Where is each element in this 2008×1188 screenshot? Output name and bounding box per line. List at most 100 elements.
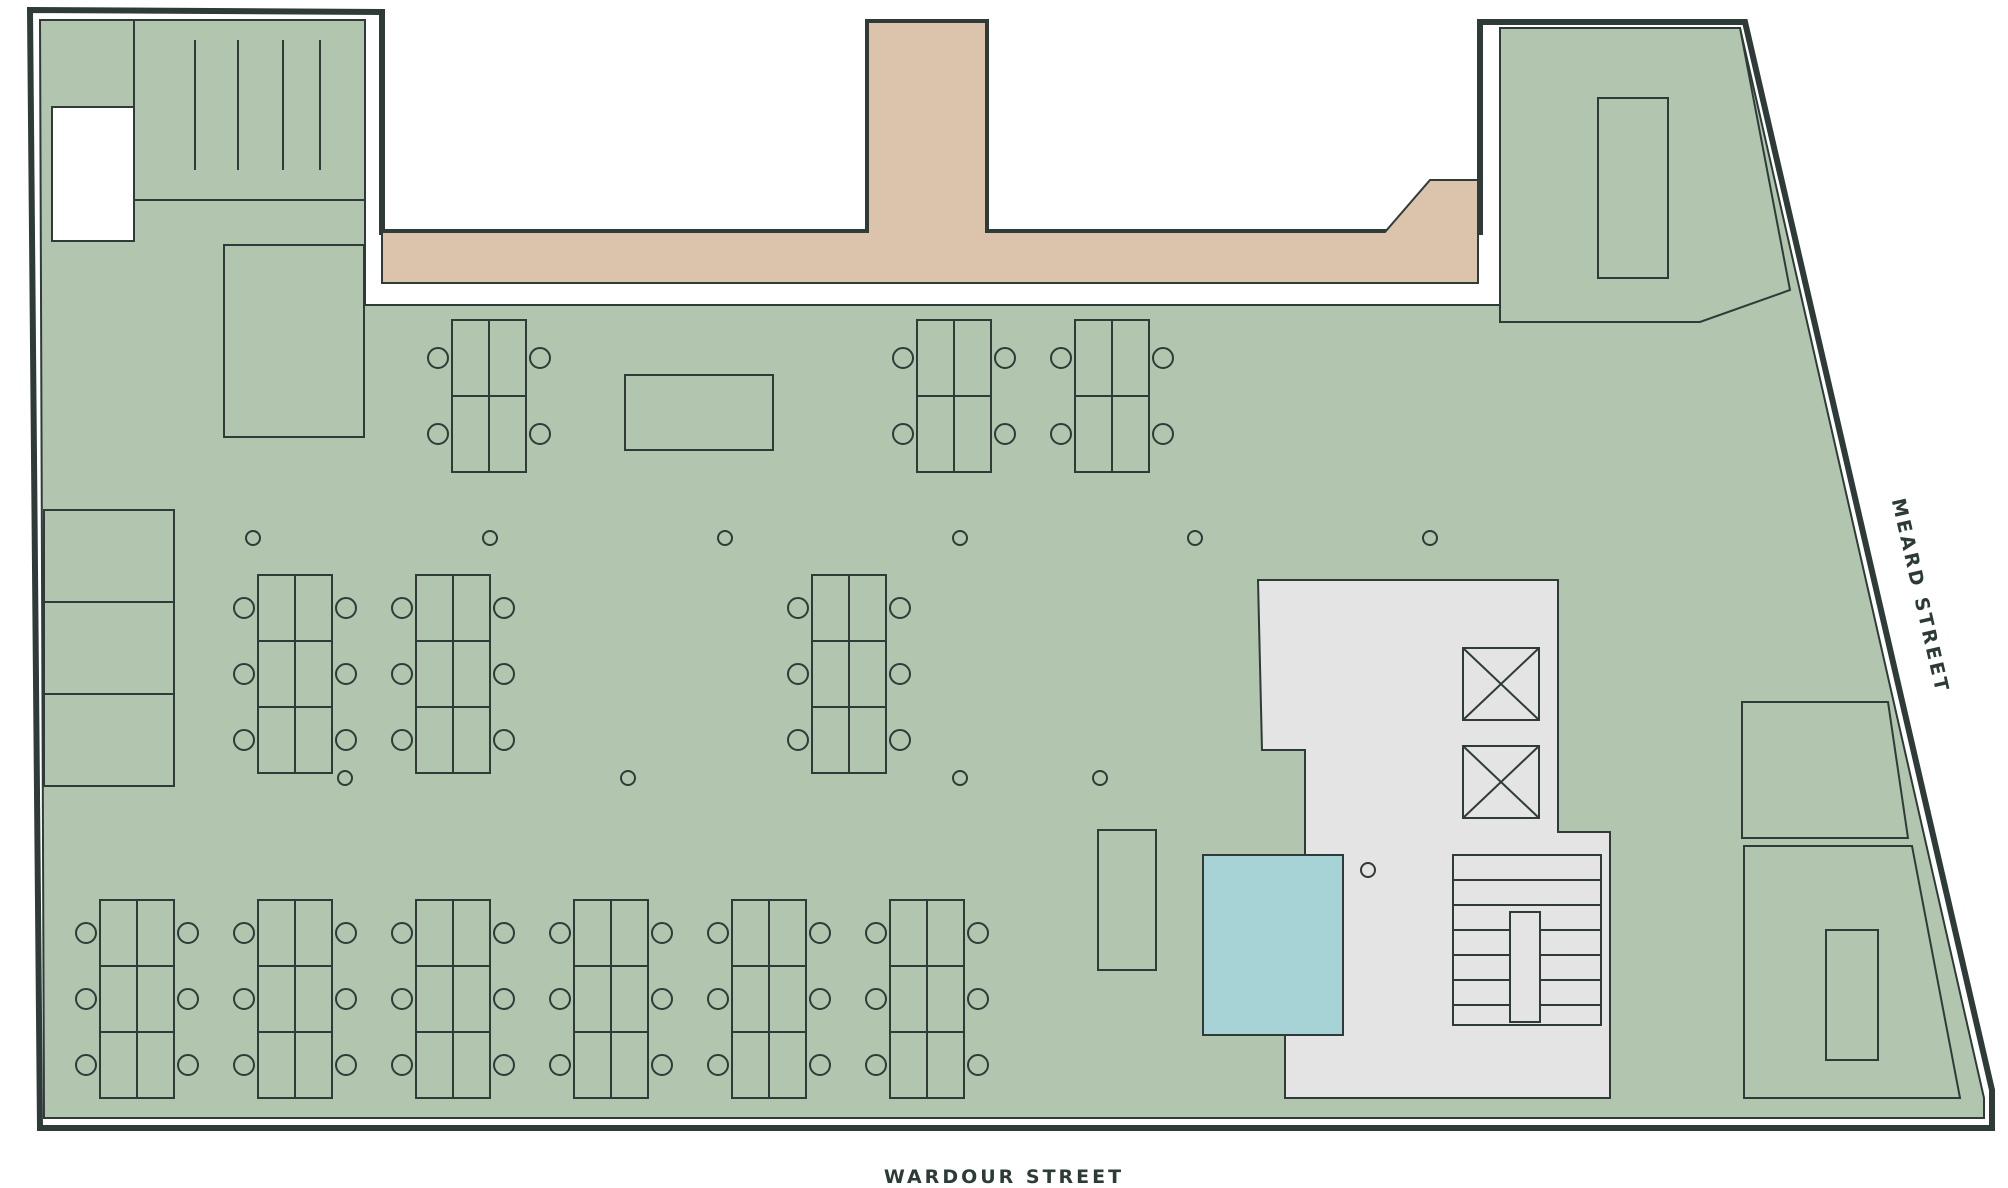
chair-icon: [1152, 347, 1174, 369]
chair-icon: [889, 663, 911, 685]
chair-icon: [335, 922, 357, 944]
desk-icon: [811, 640, 850, 708]
chair-icon: [75, 988, 97, 1010]
chair-icon: [391, 1054, 413, 1076]
void-top-left: [51, 106, 135, 242]
chair-icon: [892, 347, 914, 369]
desk-icon: [916, 395, 955, 473]
chair-icon: [892, 423, 914, 445]
column-icon: [952, 530, 968, 546]
column-icon: [1422, 530, 1438, 546]
chair-icon: [707, 1054, 729, 1076]
desk-icon: [953, 319, 992, 397]
desk-icon: [768, 1031, 807, 1099]
chair-icon: [529, 347, 551, 369]
chair-icon: [233, 922, 255, 944]
reception-area: [381, 21, 1479, 284]
desk-icon: [415, 899, 454, 967]
column-icon: [620, 770, 636, 786]
desk-icon: [451, 319, 490, 397]
column-icon: [337, 770, 353, 786]
stair-icon: [1452, 854, 1602, 1026]
chair-icon: [1050, 423, 1072, 445]
chair-icon: [707, 988, 729, 1010]
columns-group: [245, 530, 1438, 878]
chair-icon: [809, 922, 831, 944]
column-icon: [1187, 530, 1203, 546]
column-icon: [1092, 770, 1108, 786]
column-icon: [1360, 862, 1376, 878]
chair-icon: [391, 729, 413, 751]
lift-icon: [1462, 647, 1540, 819]
desk-icon: [953, 395, 992, 473]
desk-icon: [1111, 395, 1150, 473]
showers: [1202, 854, 1344, 1036]
chair-icon: [787, 597, 809, 619]
desks-group: [99, 97, 1879, 1099]
desk-icon: [811, 574, 850, 642]
chair-icon: [75, 1054, 97, 1076]
desk-icon: [1074, 395, 1113, 473]
desk-icon: [257, 1031, 296, 1099]
chair-icon: [889, 597, 911, 619]
desk-icon: [294, 1031, 333, 1099]
chair-icon: [493, 1054, 515, 1076]
chair-icon: [651, 988, 673, 1010]
chair-icon: [967, 988, 989, 1010]
desk-icon: [731, 965, 770, 1033]
chair-icon: [651, 1054, 673, 1076]
desk-icon: [848, 706, 887, 774]
desk-icon: [452, 706, 491, 774]
desk-icon: [99, 899, 138, 967]
desk-icon: [488, 395, 527, 473]
desk-icon: [731, 1031, 770, 1099]
chair-icon: [233, 1054, 255, 1076]
chair-icon: [994, 347, 1016, 369]
desk-icon: [926, 899, 965, 967]
desk-icon: [916, 319, 955, 397]
desk-icon: [811, 706, 850, 774]
desk-icon: [452, 1031, 491, 1099]
chair-icon: [549, 1054, 571, 1076]
desk-icon: [415, 706, 454, 774]
desk-icon: [257, 899, 296, 967]
desk-icon: [1097, 829, 1157, 971]
chair-icon: [233, 729, 255, 751]
desk-icon: [624, 374, 774, 451]
desk-icon: [848, 640, 887, 708]
chair-icon: [391, 988, 413, 1010]
chair-icon: [967, 922, 989, 944]
desk-icon: [926, 965, 965, 1033]
desk-icon: [610, 899, 649, 967]
chair-icon: [177, 922, 199, 944]
chair-icon: [493, 922, 515, 944]
chair-icon: [787, 663, 809, 685]
desk-icon: [294, 574, 333, 642]
desk-icon: [136, 965, 175, 1033]
chair-icon: [809, 1054, 831, 1076]
desk-icon: [768, 899, 807, 967]
chair-icon: [335, 988, 357, 1010]
desk-icon: [889, 965, 928, 1033]
desk-icon: [1825, 929, 1879, 1061]
desk-icon: [573, 899, 612, 967]
desk-icon: [848, 574, 887, 642]
desk-icon: [452, 965, 491, 1033]
chair-icon: [549, 922, 571, 944]
chair-icon: [994, 423, 1016, 445]
chair-icon: [889, 729, 911, 751]
desk-icon: [257, 640, 296, 708]
toilet-block: [133, 19, 366, 201]
chair-icon: [427, 347, 449, 369]
chair-icon: [493, 729, 515, 751]
desk-icon: [294, 706, 333, 774]
chair-icon: [233, 597, 255, 619]
chair-icon: [865, 922, 887, 944]
chair-icon: [549, 988, 571, 1010]
chair-icon: [809, 988, 831, 1010]
column-icon: [245, 530, 261, 546]
desk-icon: [610, 1031, 649, 1099]
desk-icon: [926, 1031, 965, 1099]
desk-icon: [257, 706, 296, 774]
